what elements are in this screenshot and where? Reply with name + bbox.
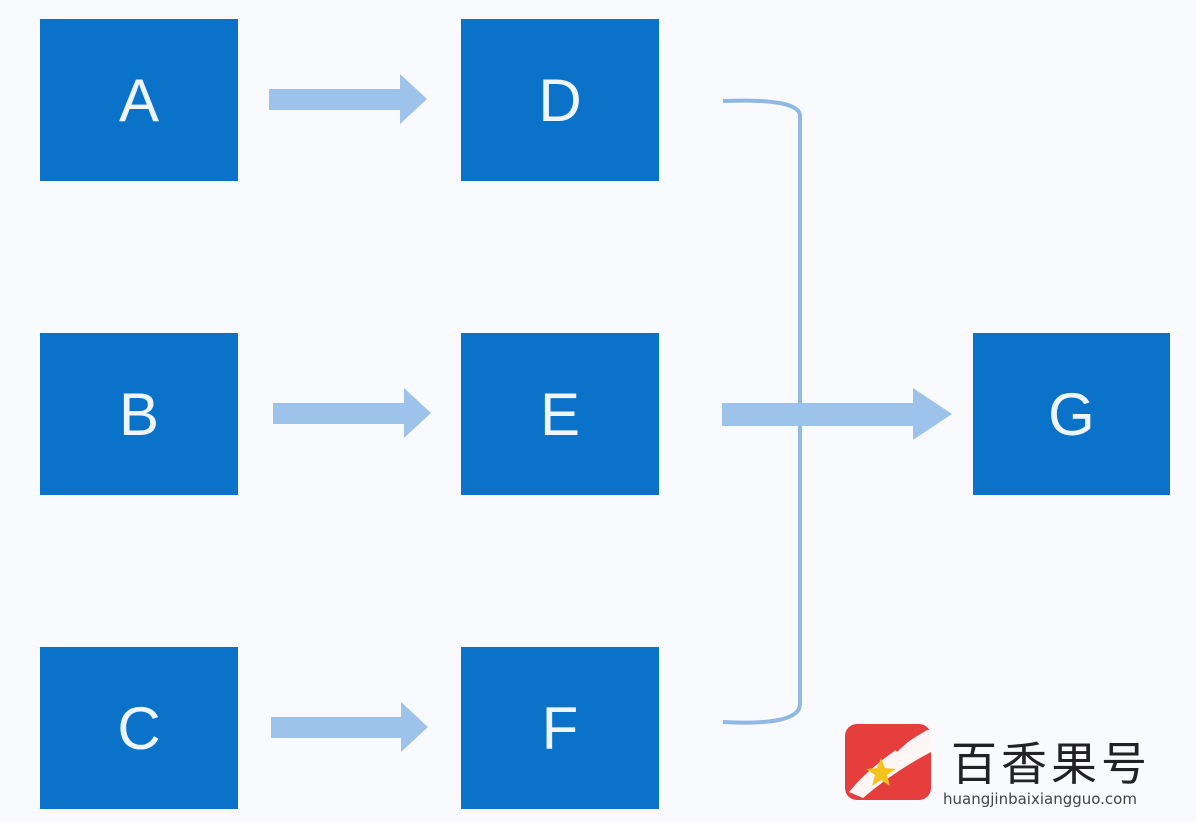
passion-fruit-star-logo-icon <box>845 724 931 800</box>
watermark: 百香果号 huangjinbaixiangguo.com <box>843 722 1183 814</box>
node-b: B <box>40 333 238 495</box>
node-d: D <box>461 19 659 181</box>
watermark-brand: 百香果号 <box>951 737 1151 791</box>
node-f: F <box>461 647 659 809</box>
node-c: C <box>40 647 238 809</box>
node-e: E <box>461 333 659 495</box>
watermark-url: huangjinbaixiangguo.com <box>943 790 1137 808</box>
arrow-b-to-e <box>273 388 431 438</box>
arrow-c-to-f <box>271 702 428 752</box>
arrow-merge-to-g <box>722 388 952 440</box>
arrow-a-to-d <box>269 74 427 124</box>
node-a: A <box>40 19 238 181</box>
node-g: G <box>973 333 1170 495</box>
